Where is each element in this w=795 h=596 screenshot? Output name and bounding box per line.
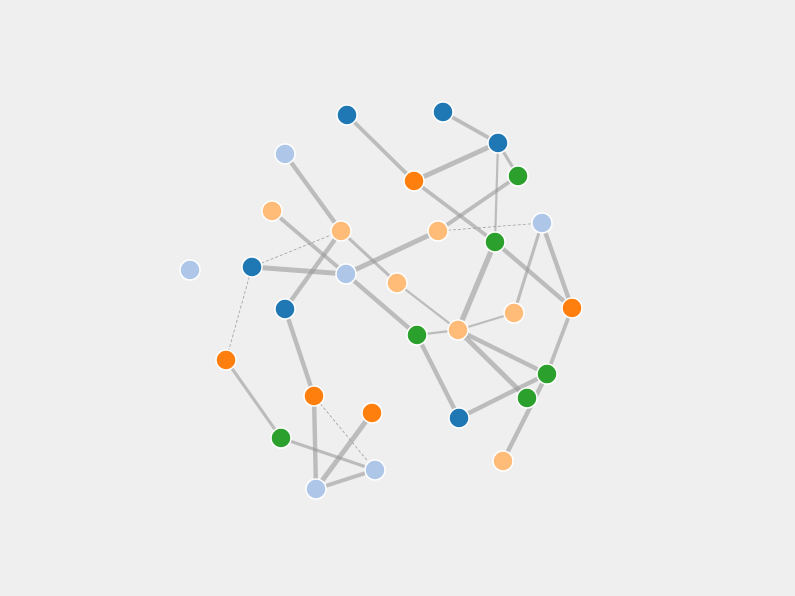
node-n5[interactable] xyxy=(403,170,425,192)
edge-n15-n19 xyxy=(396,282,459,331)
edge-n16-n24 xyxy=(282,308,317,397)
node-n27[interactable] xyxy=(270,427,292,449)
node-n18[interactable] xyxy=(361,402,383,424)
edge-n11-n19 xyxy=(455,240,498,332)
edge-n6-n8 xyxy=(436,174,520,233)
edge-n3-n5 xyxy=(412,140,500,184)
node-layer xyxy=(179,101,583,500)
node-n2[interactable] xyxy=(432,101,454,123)
edge-n9-n14 xyxy=(270,209,348,276)
node-n14[interactable] xyxy=(335,263,357,285)
node-n10[interactable] xyxy=(179,259,201,281)
edge-n24-n30 xyxy=(313,395,376,471)
node-n1[interactable] xyxy=(336,104,358,126)
node-n29[interactable] xyxy=(492,450,514,472)
edge-n8-n12 xyxy=(437,222,543,232)
edge-n12-n21 xyxy=(539,222,575,309)
node-n19[interactable] xyxy=(447,319,469,341)
node-n13[interactable] xyxy=(241,256,263,278)
node-n28[interactable] xyxy=(305,478,327,500)
node-n17[interactable] xyxy=(503,302,525,324)
edge-n4-n7 xyxy=(283,152,343,233)
edge-n11-n21 xyxy=(493,240,574,310)
node-n20[interactable] xyxy=(406,324,428,346)
edge-n13-n14 xyxy=(251,264,347,277)
edge-n23-n27 xyxy=(224,359,283,439)
edge-n20-n25 xyxy=(415,334,461,419)
edge-n22-n29 xyxy=(501,373,549,462)
edge-n24-n28 xyxy=(311,395,319,490)
edge-n13-n7 xyxy=(251,230,342,268)
node-n7[interactable] xyxy=(330,220,352,242)
node-n3[interactable] xyxy=(487,132,509,154)
node-n12[interactable] xyxy=(531,212,553,234)
edge-n21-n22 xyxy=(545,307,574,375)
edge-n27-n30 xyxy=(280,436,376,472)
node-n23[interactable] xyxy=(215,349,237,371)
edge-n5-n11 xyxy=(412,179,497,244)
edge-n13-n23 xyxy=(225,266,253,361)
node-n6[interactable] xyxy=(507,165,529,187)
node-n9[interactable] xyxy=(261,200,283,222)
node-n21[interactable] xyxy=(561,297,583,319)
edge-n22-n25 xyxy=(458,372,548,420)
edge-n1-n5 xyxy=(345,113,416,183)
node-n22[interactable] xyxy=(536,363,558,385)
node-n15[interactable] xyxy=(386,272,408,294)
edge-layer xyxy=(224,110,575,491)
edge-n19-n22 xyxy=(457,328,548,376)
node-n16[interactable] xyxy=(274,298,296,320)
edge-n19-n26 xyxy=(456,328,529,400)
edge-n14-n8 xyxy=(344,228,440,277)
edge-n18-n28 xyxy=(314,411,374,491)
node-n24[interactable] xyxy=(303,385,325,407)
node-n11[interactable] xyxy=(484,231,506,253)
node-n26[interactable] xyxy=(516,387,538,409)
edge-n7-n15 xyxy=(339,229,399,285)
node-n4[interactable] xyxy=(274,143,296,165)
node-n25[interactable] xyxy=(448,407,470,429)
node-n8[interactable] xyxy=(427,220,449,242)
node-n30[interactable] xyxy=(364,459,386,481)
edge-n14-n20 xyxy=(344,272,419,337)
